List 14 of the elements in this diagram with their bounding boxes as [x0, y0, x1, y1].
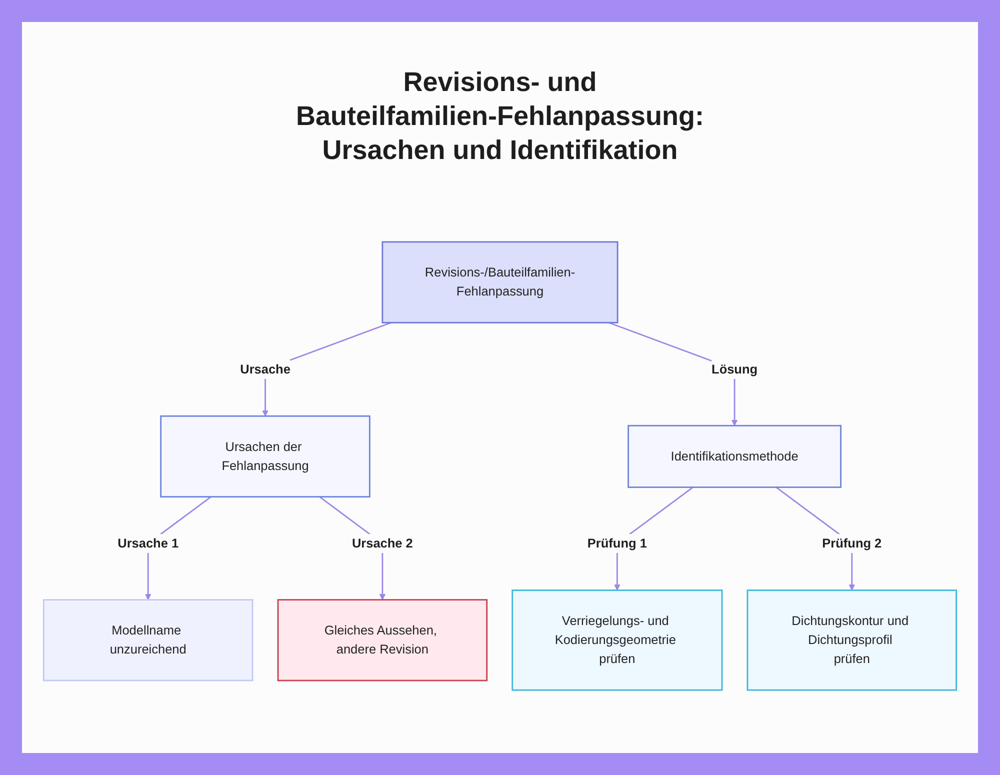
- node-box: Gleiches Aussehen, andere Revision: [277, 599, 488, 682]
- node-box: Dichtungskontur und Dichtungsprofil prüfen: [746, 590, 958, 691]
- node-box: Verriegelungs- und Kodierungsgeometrie prüfen: [512, 590, 723, 691]
- edge-label: Prüfung 1: [587, 536, 647, 550]
- diagram-title: Revisions- und Bauteilfamilien-Fehlanpassung: Ursachen und Identifikation: [294, 66, 706, 166]
- edge-label: Ursache: [240, 362, 290, 376]
- node-box: Revisions-/Bauteilfamilien-Fehlanpassung: [382, 241, 618, 324]
- edge-label: Lösung: [712, 362, 758, 376]
- node-box: Ursachen der Fehlanpassung: [160, 415, 370, 498]
- edge-label: Ursache 2: [352, 536, 413, 550]
- edge-label: Ursache 1: [118, 536, 179, 550]
- node-box: Identifikationsmethode: [628, 424, 842, 488]
- node-box: Modellname unzureichend: [42, 599, 254, 682]
- edge-label: Prüfung 2: [822, 536, 882, 550]
